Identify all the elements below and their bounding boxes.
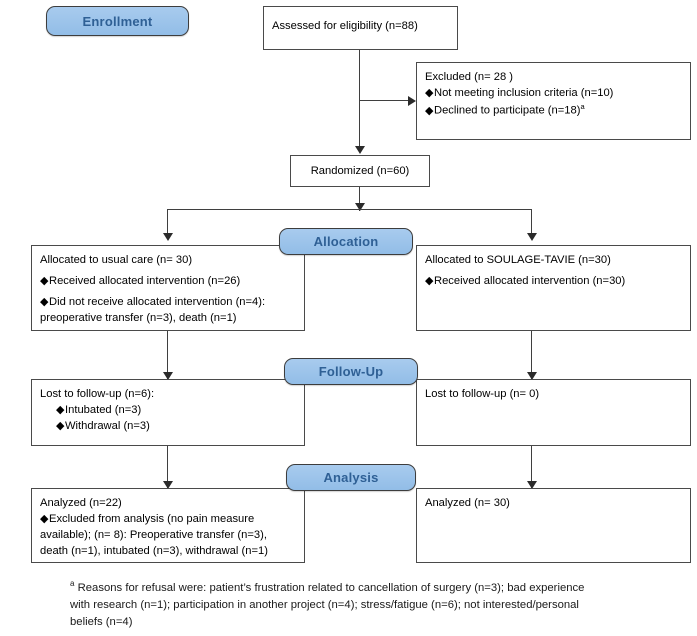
arrow-followup-right-to-analysis [527, 481, 537, 489]
arrow-alloc-right-to-followup [527, 372, 537, 380]
excluded-title: Excluded (n= 28 ) [425, 71, 513, 83]
footnote-line-2: with research (n=1); participation in an… [70, 598, 579, 611]
box-allocated-soulage-tavie: Allocated to SOULAGE-TAVIE (n=30) ◆Recei… [416, 245, 691, 331]
analysis-left-item-0: ◆Excluded from analysis (no pain measure [40, 512, 296, 528]
stage-label-allocation: Allocation [279, 228, 413, 255]
connector-followup-left-to-analysis [167, 446, 169, 488]
arrow-split-right [527, 233, 537, 241]
bullet-glyph: ◆ [40, 295, 49, 308]
followup-right-title: Lost to follow-up (n= 0) [425, 388, 540, 400]
arrow-assessed-to-randomized [355, 146, 365, 154]
followup-left-title: Lost to follow-up (n=6): [40, 388, 155, 400]
box-analyzed-left: Analyzed (n=22) ◆Excluded from analysis … [31, 488, 305, 563]
box-randomized: Randomized (n=60) [290, 155, 430, 187]
bullet-glyph: ◆ [56, 419, 65, 432]
box-analyzed-right: Analyzed (n= 30) [416, 488, 691, 563]
analysis-right-title: Analyzed (n= 30) [425, 497, 510, 509]
stage-label-analysis: Analysis [286, 464, 416, 491]
connector-alloc-right-to-followup [531, 331, 533, 379]
footnote-line-3: beliefs (n=4) [70, 616, 133, 629]
bullet-glyph: ◆ [425, 104, 434, 117]
alloc-left-item-0: ◆Received allocated intervention (n=26) [40, 274, 296, 290]
arrow-followup-left-to-analysis [163, 481, 173, 489]
bullet-glyph: ◆ [425, 86, 434, 99]
followup-left-item-1-text: Withdrawal (n=3) [65, 419, 150, 432]
followup-left-item-0-text: Intubated (n=3) [65, 403, 142, 416]
analysis-left-title: Analyzed (n=22) [40, 497, 122, 509]
connector-split-left [167, 209, 169, 237]
bullet-glyph: ◆ [425, 274, 434, 287]
alloc-right-item-0-text: Received allocated intervention (n=30) [434, 274, 626, 287]
connector-assessed-to-randomized [359, 50, 361, 146]
box-allocated-usual-care: Allocated to usual care (n= 30) ◆Receive… [31, 245, 305, 331]
box-assessed-for-eligibility: Assessed for eligibility (n=88) [263, 6, 458, 50]
arrow-alloc-left-to-followup [163, 372, 173, 380]
analysis-left-continuation-2: death (n=1), intubated (n=3), withdrawal… [40, 544, 268, 557]
box-excluded: Excluded (n= 28 ) ◆Not meeting inclusion… [416, 62, 691, 140]
alloc-left-item-0-text: Received allocated intervention (n=26) [49, 274, 241, 287]
stage-label-allocation-text: Allocation [313, 234, 379, 249]
footnote-line-1-text: Reasons for refusal were: patient’s frus… [77, 581, 585, 594]
arrow-to-excluded [408, 96, 416, 106]
followup-left-item-1: ◆Withdrawal (n=3) [40, 419, 296, 435]
followup-left-item-0: ◆Intubated (n=3) [40, 403, 296, 419]
connector-to-excluded [359, 100, 413, 102]
arrow-split-left [163, 233, 173, 241]
stage-label-analysis-text: Analysis [323, 470, 379, 485]
excluded-item-1-superscript: a [580, 101, 585, 111]
excluded-item-1-text: Declined to participate (n=18) [434, 104, 581, 117]
analysis-left-continuation-1: available); (n= 8): Preoperative transfe… [40, 528, 267, 541]
assessed-text: Assessed for eligibility (n=88) [272, 20, 418, 32]
excluded-item-0: ◆Not meeting inclusion criteria (n=10) [425, 86, 682, 102]
stage-label-enrollment: Enrollment [46, 6, 189, 36]
randomized-text: Randomized (n=60) [310, 165, 410, 177]
stage-label-followup-text: Follow-Up [318, 364, 384, 379]
stage-label-followup: Follow-Up [284, 358, 418, 385]
alloc-left-title: Allocated to usual care (n= 30) [40, 254, 193, 266]
bullet-glyph: ◆ [56, 403, 65, 416]
connector-alloc-left-to-followup [167, 331, 169, 379]
bullet-glyph: ◆ [40, 274, 49, 287]
arrow-randomized-down [355, 203, 365, 211]
excluded-item-0-text: Not meeting inclusion criteria (n=10) [434, 86, 614, 99]
connector-split-bar [167, 209, 532, 211]
connector-split-right [531, 209, 533, 237]
excluded-item-1: ◆Declined to participate (n=18)a [425, 102, 682, 120]
footnote: a Reasons for refusal were: patient’s fr… [70, 578, 670, 631]
bullet-glyph: ◆ [40, 512, 49, 525]
alloc-right-item-0: ◆Received allocated intervention (n=30) [425, 274, 682, 290]
connector-randomized-down [359, 187, 361, 211]
footnote-marker: a [70, 579, 75, 588]
alloc-left-item-1: ◆Did not receive allocated intervention … [40, 295, 296, 311]
analysis-left-item-0-text: Excluded from analysis (no pain measure [49, 512, 255, 525]
alloc-right-title: Allocated to SOULAGE-TAVIE (n=30) [425, 254, 611, 266]
box-lost-to-followup-left: Lost to follow-up (n=6): ◆Intubated (n=3… [31, 379, 305, 446]
connector-followup-right-to-analysis [531, 446, 533, 488]
alloc-left-item-1-text: Did not receive allocated intervention (… [49, 295, 266, 308]
box-lost-to-followup-right: Lost to follow-up (n= 0) [416, 379, 691, 446]
alloc-left-continuation: preoperative transfer (n=3), death (n=1) [40, 311, 237, 324]
stage-label-enrollment-text: Enrollment [82, 13, 153, 29]
footnote-line-1: a Reasons for refusal were: patient’s fr… [70, 578, 670, 597]
